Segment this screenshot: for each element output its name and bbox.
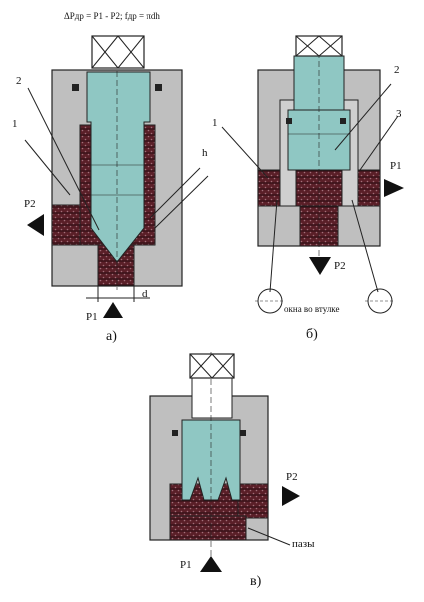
arrow-p2-b (309, 257, 331, 275)
label-1-b: 1 (212, 117, 218, 129)
label-3-b: 3 (396, 108, 402, 120)
label-p2-b: P2 (334, 260, 346, 272)
formula: ΔPдр = P1 - P2; fдр = πdh (64, 11, 160, 21)
seal-icon (172, 430, 178, 436)
spool-a (86, 71, 151, 263)
handle-a (91, 35, 145, 69)
arrow-p2-c (282, 486, 300, 506)
label-d: d (142, 288, 148, 300)
caption-b: б) (306, 327, 318, 342)
arrow-p2-a (27, 214, 44, 236)
seal-icon (286, 118, 292, 124)
label-2-b: 2 (394, 64, 400, 76)
seal-icon (72, 84, 79, 91)
seal-icon (155, 84, 162, 91)
label-windows: окна во втулке (284, 304, 340, 314)
figure-c (149, 352, 300, 572)
label-h: h (202, 147, 208, 159)
seal-icon (240, 430, 246, 436)
arrow-p1-b (384, 179, 404, 197)
handle-c (189, 353, 235, 379)
figure-a (24, 35, 209, 318)
arrow-p1-a (103, 302, 123, 318)
label-1-a: 1 (12, 118, 18, 130)
caption-a: а) (106, 329, 117, 344)
label-p2-a: P2 (24, 198, 36, 210)
slots-c (169, 515, 247, 541)
arrow-p1-c (200, 556, 222, 572)
caption-c: в) (250, 574, 262, 589)
label-2-a: 2 (16, 75, 22, 87)
label-p2-c: P2 (286, 471, 298, 483)
label-p1-c: P1 (180, 559, 192, 571)
spool-c (191, 377, 233, 419)
label-p1-a: P1 (86, 311, 98, 323)
handle-b (295, 35, 343, 57)
label-p1-b: P1 (390, 160, 402, 172)
figure-b (221, 35, 404, 314)
label-slots: пазы (292, 538, 315, 550)
seal-icon (340, 118, 346, 124)
